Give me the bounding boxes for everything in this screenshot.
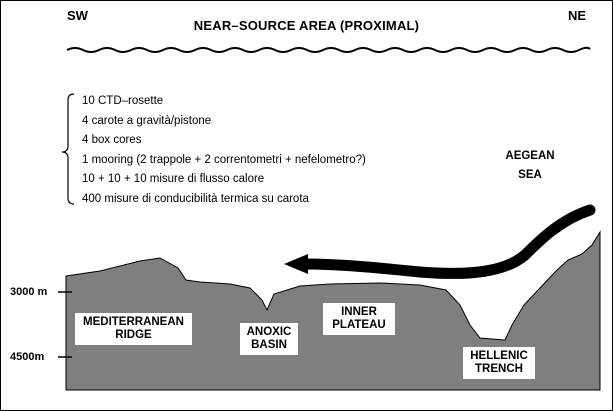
outflow-arrow-head: [284, 254, 308, 274]
depth-label-4500: 4500m: [10, 351, 45, 363]
hellenic-trench-label: HELLENIC TRENCH: [463, 347, 535, 379]
activity-item: 10 CTD–rosette: [82, 95, 164, 107]
list-brace: [61, 93, 75, 205]
mediterranean-ridge-line1: MEDITERRANEAN: [83, 316, 184, 328]
ne-direction-label: NE: [568, 8, 587, 23]
mediterranean-ridge-line2: RIDGE: [115, 329, 152, 341]
activity-item: 10 + 10 + 10 misure di flusso calore: [82, 173, 265, 186]
activity-item: 1 mooring (2 trappole + 2 correntometri …: [82, 153, 366, 166]
activity-item: 4 carote a gravità/pistone: [82, 114, 212, 127]
sw-direction-label: SW: [67, 8, 88, 23]
outflow-arrow-body: [299, 204, 596, 279]
anoxic-basin-label: ANOXIC BASIN: [240, 323, 298, 355]
aegean-sea-label: AEGEAN SEA: [490, 150, 570, 182]
anoxic-basin-line2: BASIN: [251, 339, 287, 351]
inner-plateau-label: INNER PLATEAU: [323, 303, 395, 335]
activities-list: 10 CTD–rosette 4 carote a gravità/piston…: [82, 92, 366, 210]
inner-plateau-line2: PLATEAU: [332, 319, 386, 331]
depth-label-3000: 3000 m: [10, 286, 48, 298]
hellenic-trench-line1: HELLENIC: [470, 350, 528, 362]
aegean-sea-line2: SEA: [518, 169, 542, 181]
anoxic-basin-line1: ANOXIC: [246, 326, 292, 338]
sea-surface-line: [66, 46, 591, 53]
inner-plateau-line1: INNER: [341, 306, 377, 318]
activity-item: 400 misure di conducibilità termica su c…: [82, 192, 309, 205]
activity-item: 4 box cores: [82, 134, 142, 147]
hellenic-trench-line2: TRENCH: [475, 363, 523, 375]
aegean-sea-line1: AEGEAN: [505, 150, 555, 162]
mediterranean-ridge-label: MEDITERRANEAN RIDGE: [75, 313, 192, 345]
diagram-title: NEAR–SOURCE AREA (PROXIMAL): [193, 18, 420, 33]
